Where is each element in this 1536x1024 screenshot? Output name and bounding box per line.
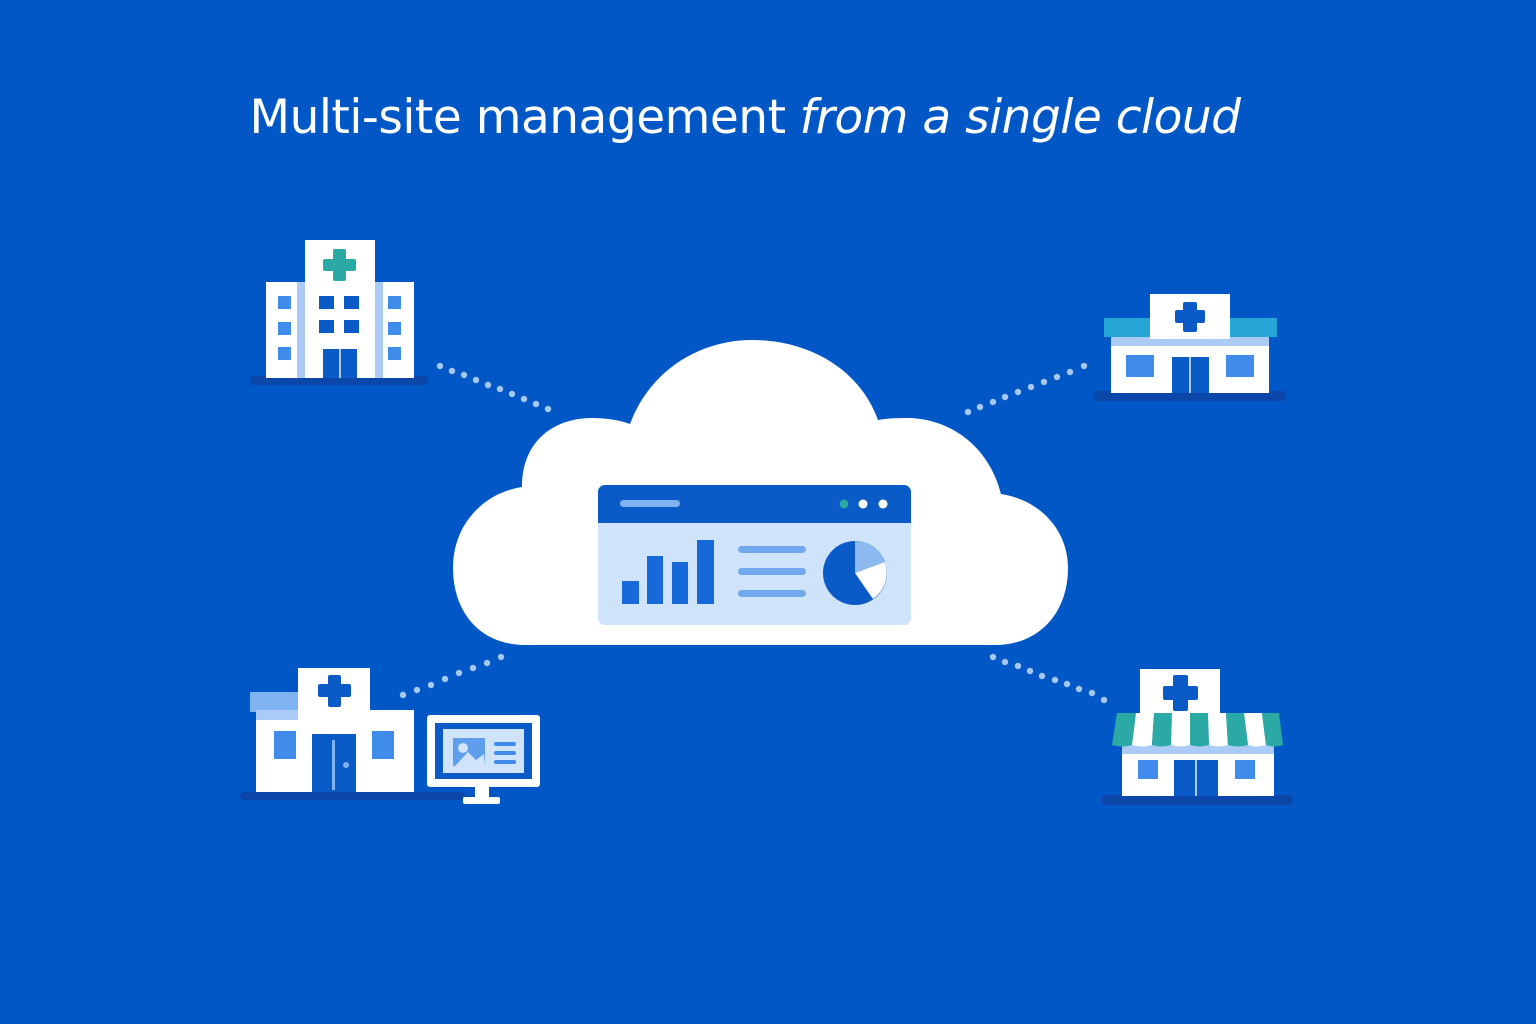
pharmacy-storefront-icon xyxy=(1102,669,1293,805)
monitor-icon xyxy=(427,715,540,804)
dotted-connector-bottom-right xyxy=(989,653,1108,704)
window-title-bar-line xyxy=(620,500,680,507)
dashboard-window-icon xyxy=(598,485,911,625)
dotted-connector-top-left xyxy=(436,362,552,413)
window-dot-white xyxy=(878,499,888,509)
list-lines-icon xyxy=(738,546,806,597)
ground-shadow xyxy=(240,792,465,800)
bar-chart-icon xyxy=(622,540,714,604)
clinic-building-icon xyxy=(1094,294,1286,401)
clinic-with-monitor-icon xyxy=(240,668,540,804)
headline-emphasis: from a single cloud xyxy=(799,90,1241,145)
ground-shadow xyxy=(1094,391,1286,401)
striped-awning xyxy=(1112,713,1283,747)
ground-shadow xyxy=(1102,795,1293,805)
hospital-building-icon xyxy=(250,240,428,385)
headline-main: Multi-site management xyxy=(249,90,787,145)
window-dot-white xyxy=(858,499,868,509)
ground-shadow xyxy=(250,376,428,385)
window-dot-teal xyxy=(839,499,849,509)
dotted-connector-bottom-left xyxy=(399,653,505,699)
dotted-connector-top-right xyxy=(964,362,1088,416)
pie-chart-icon xyxy=(823,541,887,605)
